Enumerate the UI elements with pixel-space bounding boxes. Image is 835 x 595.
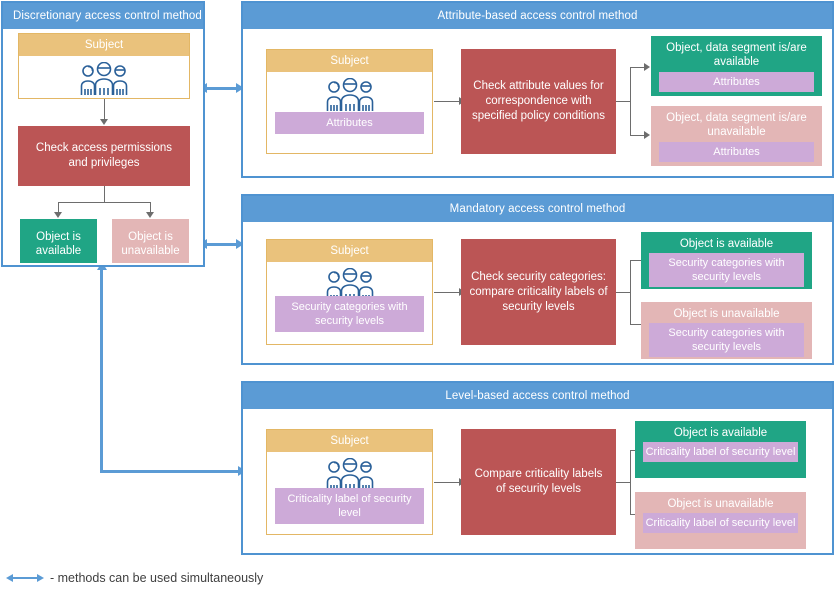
edge-branch-stem: [616, 292, 630, 293]
subject-tag: Security categories with security levels: [275, 296, 424, 332]
edge-subject-to-process: [434, 101, 461, 102]
edge-subject-to-process: [434, 292, 461, 293]
result-box-unavailable-discretionary[interactable]: Object is unavailable: [112, 219, 189, 263]
connector-row1-arrowhead-right: [236, 83, 244, 93]
panel-level-based-title: Level-based access control method: [243, 383, 832, 409]
edge-branch-stem: [616, 101, 630, 102]
result-tag: Criticality label of security level: [643, 513, 798, 533]
edge-branch-right-arrowhead: [146, 212, 154, 218]
panel-level-based-body: Subject Criticality label of securi: [243, 409, 832, 553]
people-group-icon: [19, 56, 189, 96]
edge-branch-stem: [616, 482, 630, 483]
result-tag: Attributes: [659, 72, 814, 92]
result-title: Object is available: [673, 427, 768, 439]
result-box-unavailable-mandatory[interactable]: Object is unavailable Security categorie…: [641, 302, 812, 359]
result-box-available-attribute-based[interactable]: Object, data segment is/are available At…: [651, 36, 822, 96]
result-tag: Security categories with security levels: [649, 323, 804, 357]
edge-subject-to-process: [104, 99, 105, 121]
result-title: Object is unavailable: [667, 498, 774, 510]
result-tag: Security categories with security levels: [649, 253, 804, 287]
edge-branch-left: [58, 202, 59, 214]
result-box-unavailable-attribute-based[interactable]: Object, data segment is/are unavailable …: [651, 106, 822, 166]
connector-row2-line: [206, 243, 236, 246]
legend: - methods can be used simultaneously: [6, 571, 263, 585]
process-box-mandatory[interactable]: Check security categories: compare criti…: [461, 239, 616, 345]
edge-subject-to-process-arrowhead: [100, 119, 108, 125]
result-box-unavailable-level-based[interactable]: Object is unavailable Criticality label …: [635, 492, 806, 549]
edge-branch-bar: [630, 67, 631, 135]
panel-mandatory-body: Subject Security categories with se: [243, 222, 832, 363]
result-title: Object is unavailable: [121, 230, 180, 257]
edge-branch-top: [630, 67, 646, 68]
process-box-level-based[interactable]: Compare criticality labels of security l…: [461, 429, 616, 535]
edge-branch-bottom: [630, 324, 646, 325]
panel-level-based: Level-based access control method Subjec…: [241, 381, 834, 555]
subject-card-mandatory[interactable]: Subject Security categories with se: [266, 239, 433, 345]
panel-attribute-based: Attribute-based access control method Su…: [241, 1, 834, 178]
people-group-icon: [267, 452, 432, 492]
subject-card-attribute-based[interactable]: Subject Attributes: [266, 49, 433, 154]
process-box-discretionary[interactable]: Check access permissions and privileges: [18, 126, 190, 186]
result-tag: Criticality label of security level: [643, 442, 798, 462]
connector-row2-arrowhead-right: [236, 239, 244, 249]
edge-subject-to-process: [434, 482, 461, 483]
subject-label: Subject: [19, 34, 189, 56]
edge-branch-top: [630, 260, 646, 261]
result-box-available-level-based[interactable]: Object is available Criticality label of…: [635, 421, 806, 478]
subject-card-discretionary[interactable]: Subject: [18, 33, 190, 99]
panel-discretionary-title: Discretionary access control method: [3, 3, 203, 29]
subject-tag: Attributes: [275, 112, 424, 134]
edge-branch-right: [150, 202, 151, 214]
result-title: Object, data segment is/are unavailable: [666, 112, 807, 138]
legend-label: - methods can be used simultaneously: [50, 571, 264, 585]
result-tag: Attributes: [659, 142, 814, 162]
result-title: Object is available: [35, 230, 82, 257]
subject-label: Subject: [267, 240, 432, 262]
result-title: Object is available: [679, 238, 774, 250]
double-headed-arrow-icon: [6, 572, 44, 584]
panel-discretionary-body: Subject: [3, 29, 203, 265]
subject-card-level-based[interactable]: Subject Criticality label of securi: [266, 429, 433, 535]
edge-branch-stem: [104, 186, 105, 202]
result-box-available-discretionary[interactable]: Object is available: [20, 219, 97, 263]
panel-attribute-based-body: Subject Attributes: [243, 29, 832, 176]
connector-row1-line: [206, 87, 236, 90]
people-group-icon: [267, 72, 432, 112]
result-title: Object, data segment is/are available: [666, 42, 807, 68]
edge-branch-bar: [630, 260, 631, 324]
panel-attribute-based-title: Attribute-based access control method: [243, 3, 832, 29]
result-title: Object is unavailable: [673, 308, 780, 320]
panel-discretionary: Discretionary access control method Subj…: [1, 1, 205, 267]
panel-mandatory-title: Mandatory access control method: [243, 196, 832, 222]
edge-branch-top-arrowhead: [644, 63, 650, 71]
panel-mandatory: Mandatory access control method Subject: [241, 194, 834, 365]
connector-spine-vertical: [100, 268, 103, 472]
edge-branch-left-arrowhead: [54, 212, 62, 218]
subject-label: Subject: [267, 430, 432, 452]
connector-spine-horizontal: [100, 470, 240, 473]
edge-branch-bottom: [630, 135, 646, 136]
subject-label: Subject: [267, 50, 432, 72]
edge-branch-bar: [630, 450, 631, 514]
subject-tag: Criticality label of security level: [275, 488, 424, 524]
result-box-available-mandatory[interactable]: Object is available Security categories …: [641, 232, 812, 289]
edge-branch-bar: [58, 202, 151, 203]
process-box-attribute-based[interactable]: Check attribute values for correspondenc…: [461, 49, 616, 154]
edge-branch-bottom-arrowhead: [644, 131, 650, 139]
